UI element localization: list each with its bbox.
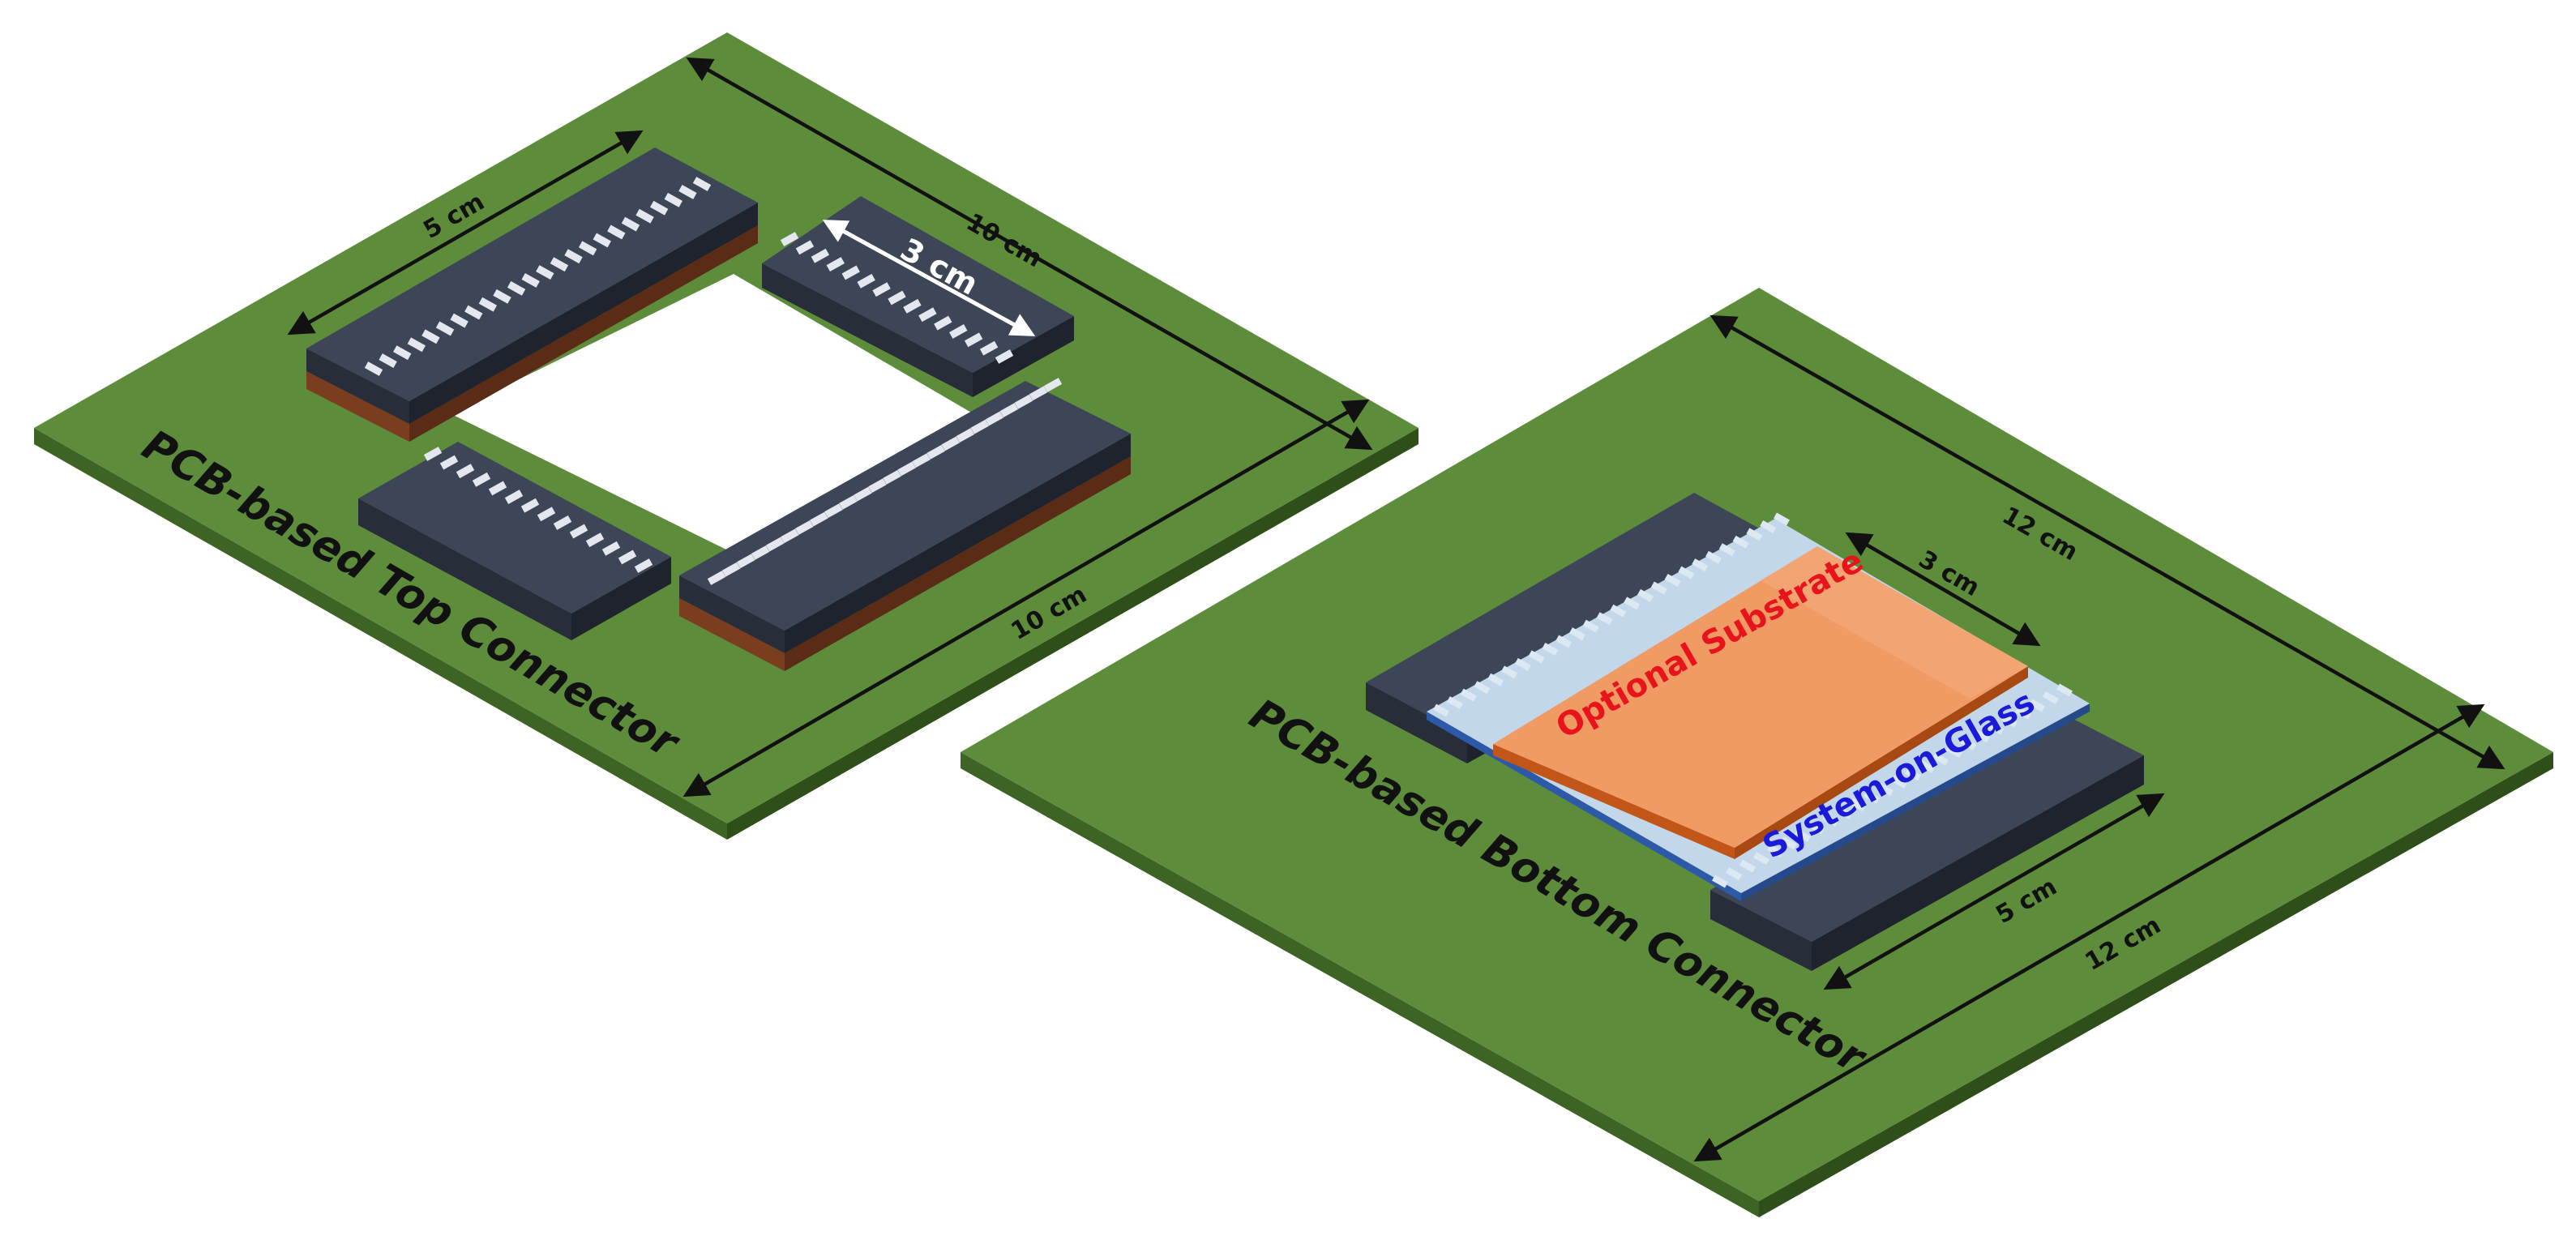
dim-arrow-12cm-upper (1709, 314, 2505, 770)
dim-arrow-3cm-bottom (1845, 532, 2041, 647)
connector-pin (379, 353, 397, 369)
connector-pin (634, 558, 653, 573)
glass-pin (1582, 619, 1599, 633)
connector-pin (585, 532, 605, 548)
connector-pin (439, 455, 459, 470)
glass-pin (1555, 635, 1573, 648)
glass-pin (1446, 696, 1463, 710)
glass-pin (1433, 703, 1449, 717)
dim-arrow-5cm-bottom (1823, 793, 2165, 990)
top-board-left-side (34, 428, 727, 840)
dim-arrow-10cm-lower (683, 399, 1370, 798)
connector-pin (618, 550, 637, 565)
connector-pin (664, 192, 683, 207)
connector-pin (488, 481, 507, 496)
connector-pin (472, 472, 491, 487)
bottom-board-left-side (961, 752, 1759, 1217)
glass-pin (1474, 681, 1491, 695)
glass-pin (1650, 581, 1667, 595)
connector-pin (364, 361, 383, 376)
glass-pin (1624, 597, 1641, 610)
connector-block-lower-left (358, 442, 671, 640)
glass-pin (1460, 688, 1477, 702)
glass-pin (1610, 604, 1627, 618)
glass-pin (1664, 574, 1681, 588)
glass-pin (1501, 665, 1517, 679)
dim-arrow-3cm (822, 220, 1036, 336)
glass-pin (1542, 642, 1559, 656)
connector-pin (504, 490, 524, 505)
connector-pin (393, 345, 412, 361)
glass-pin (1596, 612, 1613, 626)
glass-pin (1514, 657, 1531, 671)
connector-pin (601, 541, 621, 556)
connector-pin (423, 447, 443, 461)
connector-pin (649, 200, 669, 216)
connector-pin (520, 498, 540, 513)
glass-pin (1692, 558, 1709, 572)
glass-pin (1569, 627, 1585, 641)
dim-arrow-5cm (287, 130, 644, 336)
glass-pin (1678, 566, 1695, 579)
connector-pin (407, 337, 426, 353)
glass-pin (1487, 673, 1504, 686)
connector-pin (456, 464, 475, 479)
connector-pin (569, 524, 588, 539)
glass-pin (1528, 650, 1545, 664)
connector-pin (553, 515, 572, 530)
glass-pin (1637, 588, 1654, 602)
connector-pin (537, 507, 556, 522)
